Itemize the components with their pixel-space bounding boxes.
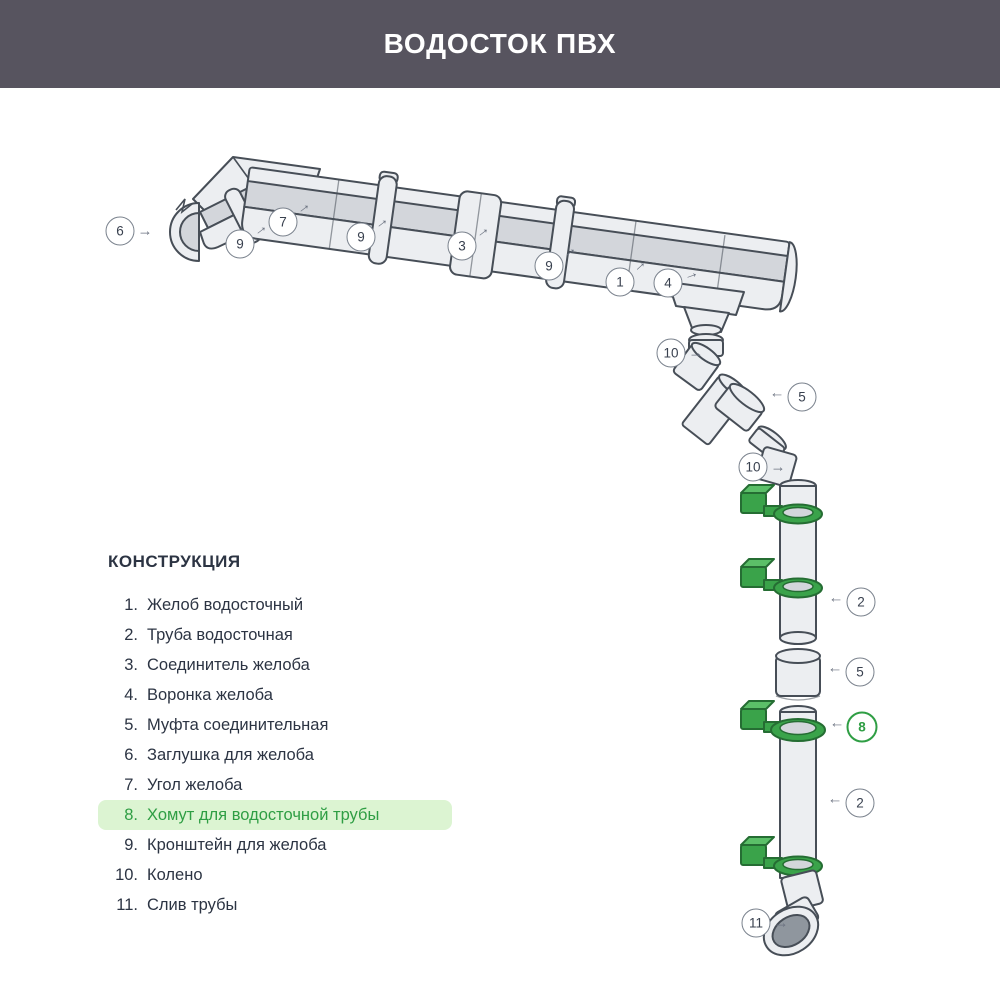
- callout-7: 7: [268, 207, 298, 237]
- legend-item-label: Хомут для водосточной трубы: [147, 805, 380, 824]
- callout-9: 9: [225, 229, 255, 259]
- callout-arrow: →: [828, 593, 844, 611]
- callout-4: 4: [653, 268, 683, 298]
- callout-2: 2: [845, 788, 875, 818]
- pipe-clamp: [740, 558, 823, 599]
- callout-arrow: →: [827, 794, 843, 812]
- page-title: ВОДОСТОК ПВХ: [383, 28, 617, 59]
- legend-item-number: 11.: [116, 895, 138, 914]
- callout-2: 2: [846, 587, 876, 617]
- legend-item-number: 8.: [124, 805, 138, 824]
- callout-1: 1: [605, 267, 635, 297]
- legend-item-label: Муфта соединительная: [147, 715, 329, 734]
- legend-item-2: 2. Труба водосточная: [98, 620, 452, 650]
- legend-item-5: 5. Муфта соединительная: [98, 710, 452, 740]
- legend-item-label: Воронка желоба: [147, 685, 273, 704]
- legend-item-number: 4.: [124, 685, 138, 704]
- callout-arrow: →: [769, 388, 785, 406]
- legend-item-8: 8. Хомут для водосточной трубы: [98, 800, 452, 830]
- legend-item-6: 6. Заглушка для желоба: [98, 740, 452, 770]
- legend-item-label: Колено: [147, 865, 203, 884]
- gutter-funnel: [667, 281, 745, 336]
- gutter-main: [241, 166, 798, 313]
- legend-list: 1. Желоб водосточный 2. Труба водосточная 3.…: [98, 590, 452, 920]
- legend-item-number: 6.: [124, 745, 138, 764]
- legend-item-7: 7. Угол желоба: [98, 770, 452, 800]
- callout-10: 10: [656, 338, 686, 368]
- callout-arrow: →: [770, 458, 786, 476]
- legend-item-number: 3.: [124, 655, 138, 674]
- gutter-bracket: [367, 170, 399, 265]
- legend-item-number: 2.: [124, 625, 138, 644]
- legend-item-label: Кронштейн для желоба: [147, 835, 327, 854]
- legend-item-label: Угол желоба: [147, 775, 243, 794]
- legend-title: КОНСТРУКЦИЯ: [108, 552, 241, 571]
- legend-item-label: Труба водосточная: [147, 625, 293, 644]
- legend-item-10: 10. Колено: [98, 860, 452, 890]
- legend-item-number: 7.: [124, 775, 138, 794]
- legend-item-1: 1. Желоб водосточный: [98, 590, 452, 620]
- legend-item-label: Желоб водосточный: [147, 595, 304, 614]
- legend-item-9: 9. Кронштейн для желоба: [98, 830, 452, 860]
- legend-item-3: 3. Соединитель желоба: [98, 650, 452, 680]
- callout-arrow: →: [137, 222, 153, 240]
- callout-6: 6: [105, 216, 135, 246]
- legend-item-label: Соединитель желоба: [147, 655, 310, 674]
- pipe-outlet: [762, 869, 824, 957]
- app-header: ВОДОСТОК ПВХ: [0, 0, 1000, 88]
- legend-item-label: Заглушка для желоба: [147, 745, 314, 764]
- callout-9: 9: [534, 251, 564, 281]
- gutter-end-cap: [169, 198, 200, 262]
- callout-arrow: →: [688, 344, 704, 362]
- callout-3: 3: [447, 231, 477, 261]
- legend-item-label: Слив трубы: [147, 895, 238, 914]
- pipe-clamp: [740, 484, 823, 525]
- legend-item-11: 11. Слив трубы: [98, 890, 452, 920]
- callout-9: 9: [346, 222, 376, 252]
- callout-11: 11: [741, 908, 771, 938]
- pipe-clamp-highlighted: [740, 700, 826, 742]
- elbow-lower: [748, 425, 798, 488]
- legend-item-number: 5.: [124, 715, 138, 734]
- legend-item-number: 9.: [124, 835, 138, 854]
- legend-item-4: 4. Воронка желоба: [98, 680, 452, 710]
- callout-5: 5: [845, 657, 875, 687]
- callout-8: 8: [846, 711, 878, 743]
- legend: КОНСТРУКЦИЯ 1. Желоб водосточный 2. Труба в…: [98, 552, 452, 920]
- legend-item-number: 10.: [115, 865, 138, 884]
- callout-arrow: →: [827, 663, 843, 681]
- callout-arrow: →: [829, 718, 845, 736]
- coupling-vertical: [775, 648, 821, 701]
- legend-item-number: 1.: [124, 595, 138, 614]
- callout-arrow: →: [681, 263, 702, 285]
- callout-arrow: →: [773, 914, 789, 932]
- callout-10: 10: [738, 452, 768, 482]
- coupling-diagonal: [714, 382, 766, 432]
- callout-5: 5: [787, 382, 817, 412]
